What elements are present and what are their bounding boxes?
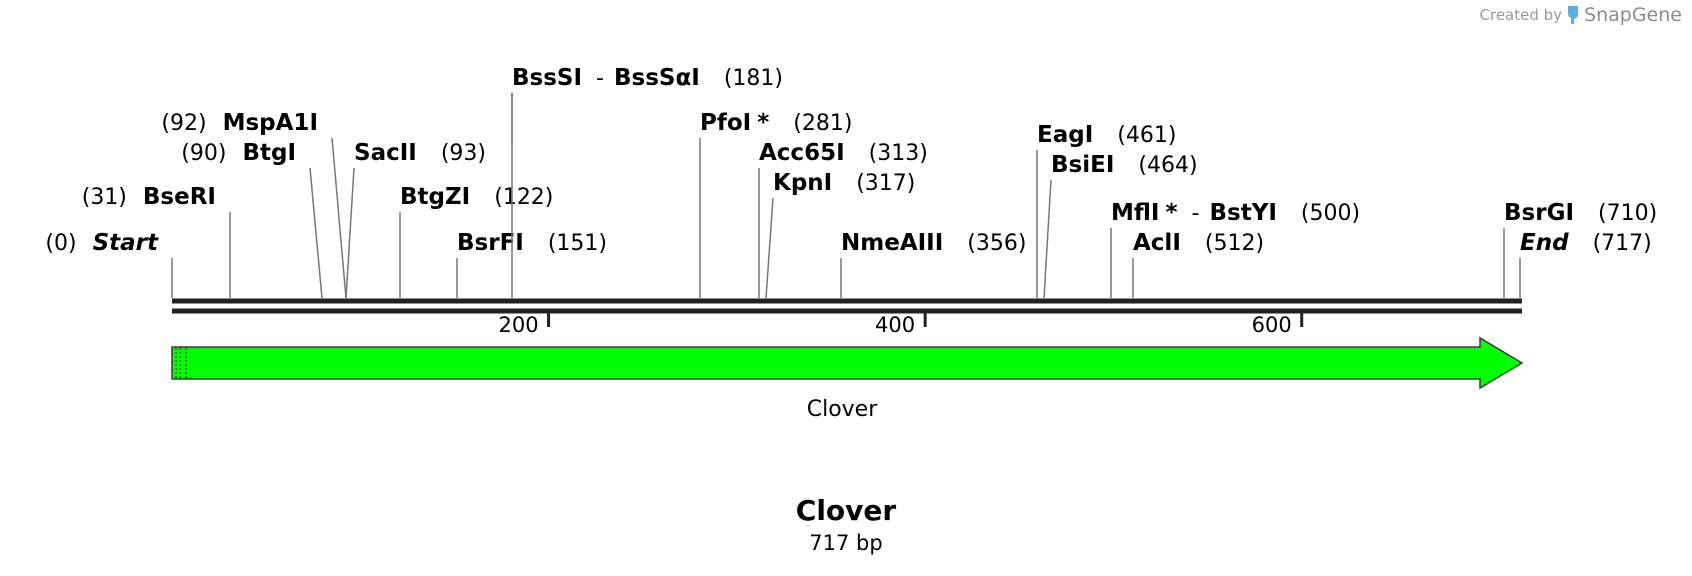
site-position: (281) [793, 111, 852, 136]
sequence-length: 717 bp [809, 531, 883, 555]
site-bsrfi[interactable]: BsrFI (151) [456, 230, 607, 298]
site-position: (500) [1301, 201, 1360, 226]
site-label[interactable]: NmeAIII (356) [841, 230, 1026, 256]
ruler: 200 400 600 [498, 313, 1304, 337]
site-name: EagI [1037, 122, 1093, 148]
ruler-tick-label: 600 [1252, 313, 1292, 337]
site-position: (464) [1138, 153, 1197, 178]
site-position: (181) [724, 66, 783, 91]
credit-prefix: Created by [1479, 6, 1563, 24]
site-position: (0) [45, 231, 76, 256]
site-label[interactable]: (0) Start [45, 230, 159, 256]
restriction-sites: (0) Start (31) BseRI (90) BtgI (92) MspA1I SacII… [45, 65, 1657, 299]
site-name: End [1520, 230, 1569, 256]
feature-arrow[interactable] [171, 336, 1524, 390]
site-name: PfoI [700, 110, 751, 136]
site-position: (151) [548, 231, 607, 256]
site-name: BtgI [242, 140, 296, 166]
site-name: Acc65I [759, 140, 845, 166]
snapgene-logo-icon [1568, 6, 1579, 24]
site-bseri[interactable]: (31) BseRI [82, 184, 231, 298]
site-mspa1i[interactable]: (92) MspA1I [161, 110, 347, 299]
site-position: (512) [1205, 231, 1264, 256]
site-label[interactable]: SacII (93) [354, 140, 486, 166]
feature-label: Clover [807, 397, 878, 422]
site-connector [1043, 179, 1052, 299]
ruler-tick-label: 200 [498, 313, 538, 337]
snapgene-credit: Created by SnapGene [1480, 4, 1682, 26]
site-star: * [1166, 200, 1178, 226]
site-position: (92) [161, 111, 206, 136]
site-name: BsrGI [1504, 200, 1574, 226]
site-label[interactable]: (92) MspA1I [161, 110, 318, 136]
site-bsrgi[interactable]: BsrGI (710) [1503, 200, 1657, 298]
site-connector [765, 197, 774, 299]
site-separator: - [596, 66, 604, 91]
feature-clover[interactable]: Clover [171, 336, 1524, 422]
site-bsssi[interactable]: BssSI-BssSαI (181) [511, 65, 783, 298]
site-position: (90) [181, 141, 226, 166]
site-bsiei[interactable]: BsiEI (464) [1043, 152, 1198, 299]
site-name: BtgZI [400, 184, 470, 210]
site-name: BssSI [512, 65, 582, 91]
site-name: BsiEI [1051, 152, 1114, 178]
site-connector [331, 137, 347, 299]
site-alt-name: BstYI [1209, 200, 1276, 226]
site-label[interactable]: KpnI (317) [773, 170, 915, 196]
site-mfli[interactable]: MflI*-BstYI (500) [1110, 200, 1360, 298]
site-label[interactable]: BsiEI (464) [1051, 152, 1198, 178]
site-start[interactable]: (0) Start [45, 230, 173, 298]
site-eagi[interactable]: EagI (461) [1036, 122, 1176, 298]
site-position: (93) [441, 141, 486, 166]
site-name: NmeAIII [841, 230, 943, 256]
site-separator: - [1192, 201, 1200, 226]
site-name: KpnI [773, 170, 832, 196]
site-btgi[interactable]: (90) BtgI [181, 140, 323, 299]
site-name: SacII [354, 140, 417, 166]
sequence-title: Clover [795, 494, 897, 527]
ruler-tick-label: 400 [875, 313, 915, 337]
site-name: BsrFI [457, 230, 524, 256]
site-position: (317) [856, 171, 915, 196]
site-label[interactable]: (90) BtgI [181, 140, 296, 166]
site-alt-name: BssSαI [614, 65, 700, 91]
site-position: (313) [869, 141, 928, 166]
site-kpni[interactable]: KpnI (317) [765, 170, 915, 299]
site-connector [309, 167, 323, 299]
credit-brand: SnapGene [1584, 4, 1682, 26]
site-label[interactable]: BsrGI (710) [1504, 200, 1657, 226]
site-name: MflI [1111, 200, 1160, 226]
site-label[interactable]: End (717) [1520, 230, 1652, 256]
site-position: (31) [82, 185, 127, 210]
site-position: (461) [1117, 123, 1176, 148]
site-label[interactable]: (31) BseRI [82, 184, 216, 210]
site-label[interactable]: AclI (512) [1133, 230, 1264, 256]
site-star: * [757, 110, 769, 136]
site-end[interactable]: End (717) [1519, 230, 1652, 298]
site-position: (356) [967, 231, 1026, 256]
site-name: Start [93, 230, 159, 256]
site-name: MspA1I [223, 110, 318, 136]
site-position: (122) [494, 185, 553, 210]
site-label[interactable]: EagI (461) [1037, 122, 1176, 148]
site-nmeaiii[interactable]: NmeAIII (356) [840, 230, 1026, 298]
site-acli[interactable]: AclI (512) [1132, 230, 1264, 298]
site-position: (717) [1593, 231, 1652, 256]
site-sacii[interactable]: SacII (93) [345, 140, 486, 299]
site-pfoi[interactable]: PfoI* (281) [699, 110, 852, 298]
site-connector [345, 167, 355, 299]
site-acc65i[interactable]: Acc65I (313) [758, 140, 928, 298]
site-name: AclI [1133, 230, 1181, 256]
site-btgzi[interactable]: BtgZI (122) [399, 184, 553, 298]
site-position: (710) [1598, 201, 1657, 226]
site-label[interactable]: Acc65I (313) [759, 140, 928, 166]
site-label[interactable]: BtgZI (122) [400, 184, 553, 210]
site-label[interactable]: PfoI* (281) [700, 110, 852, 136]
site-label[interactable]: MflI*-BstYI (500) [1111, 200, 1360, 226]
site-label[interactable]: BssSI-BssSαI (181) [512, 65, 783, 91]
site-label[interactable]: BsrFI (151) [457, 230, 607, 256]
site-name: BseRI [143, 184, 216, 210]
